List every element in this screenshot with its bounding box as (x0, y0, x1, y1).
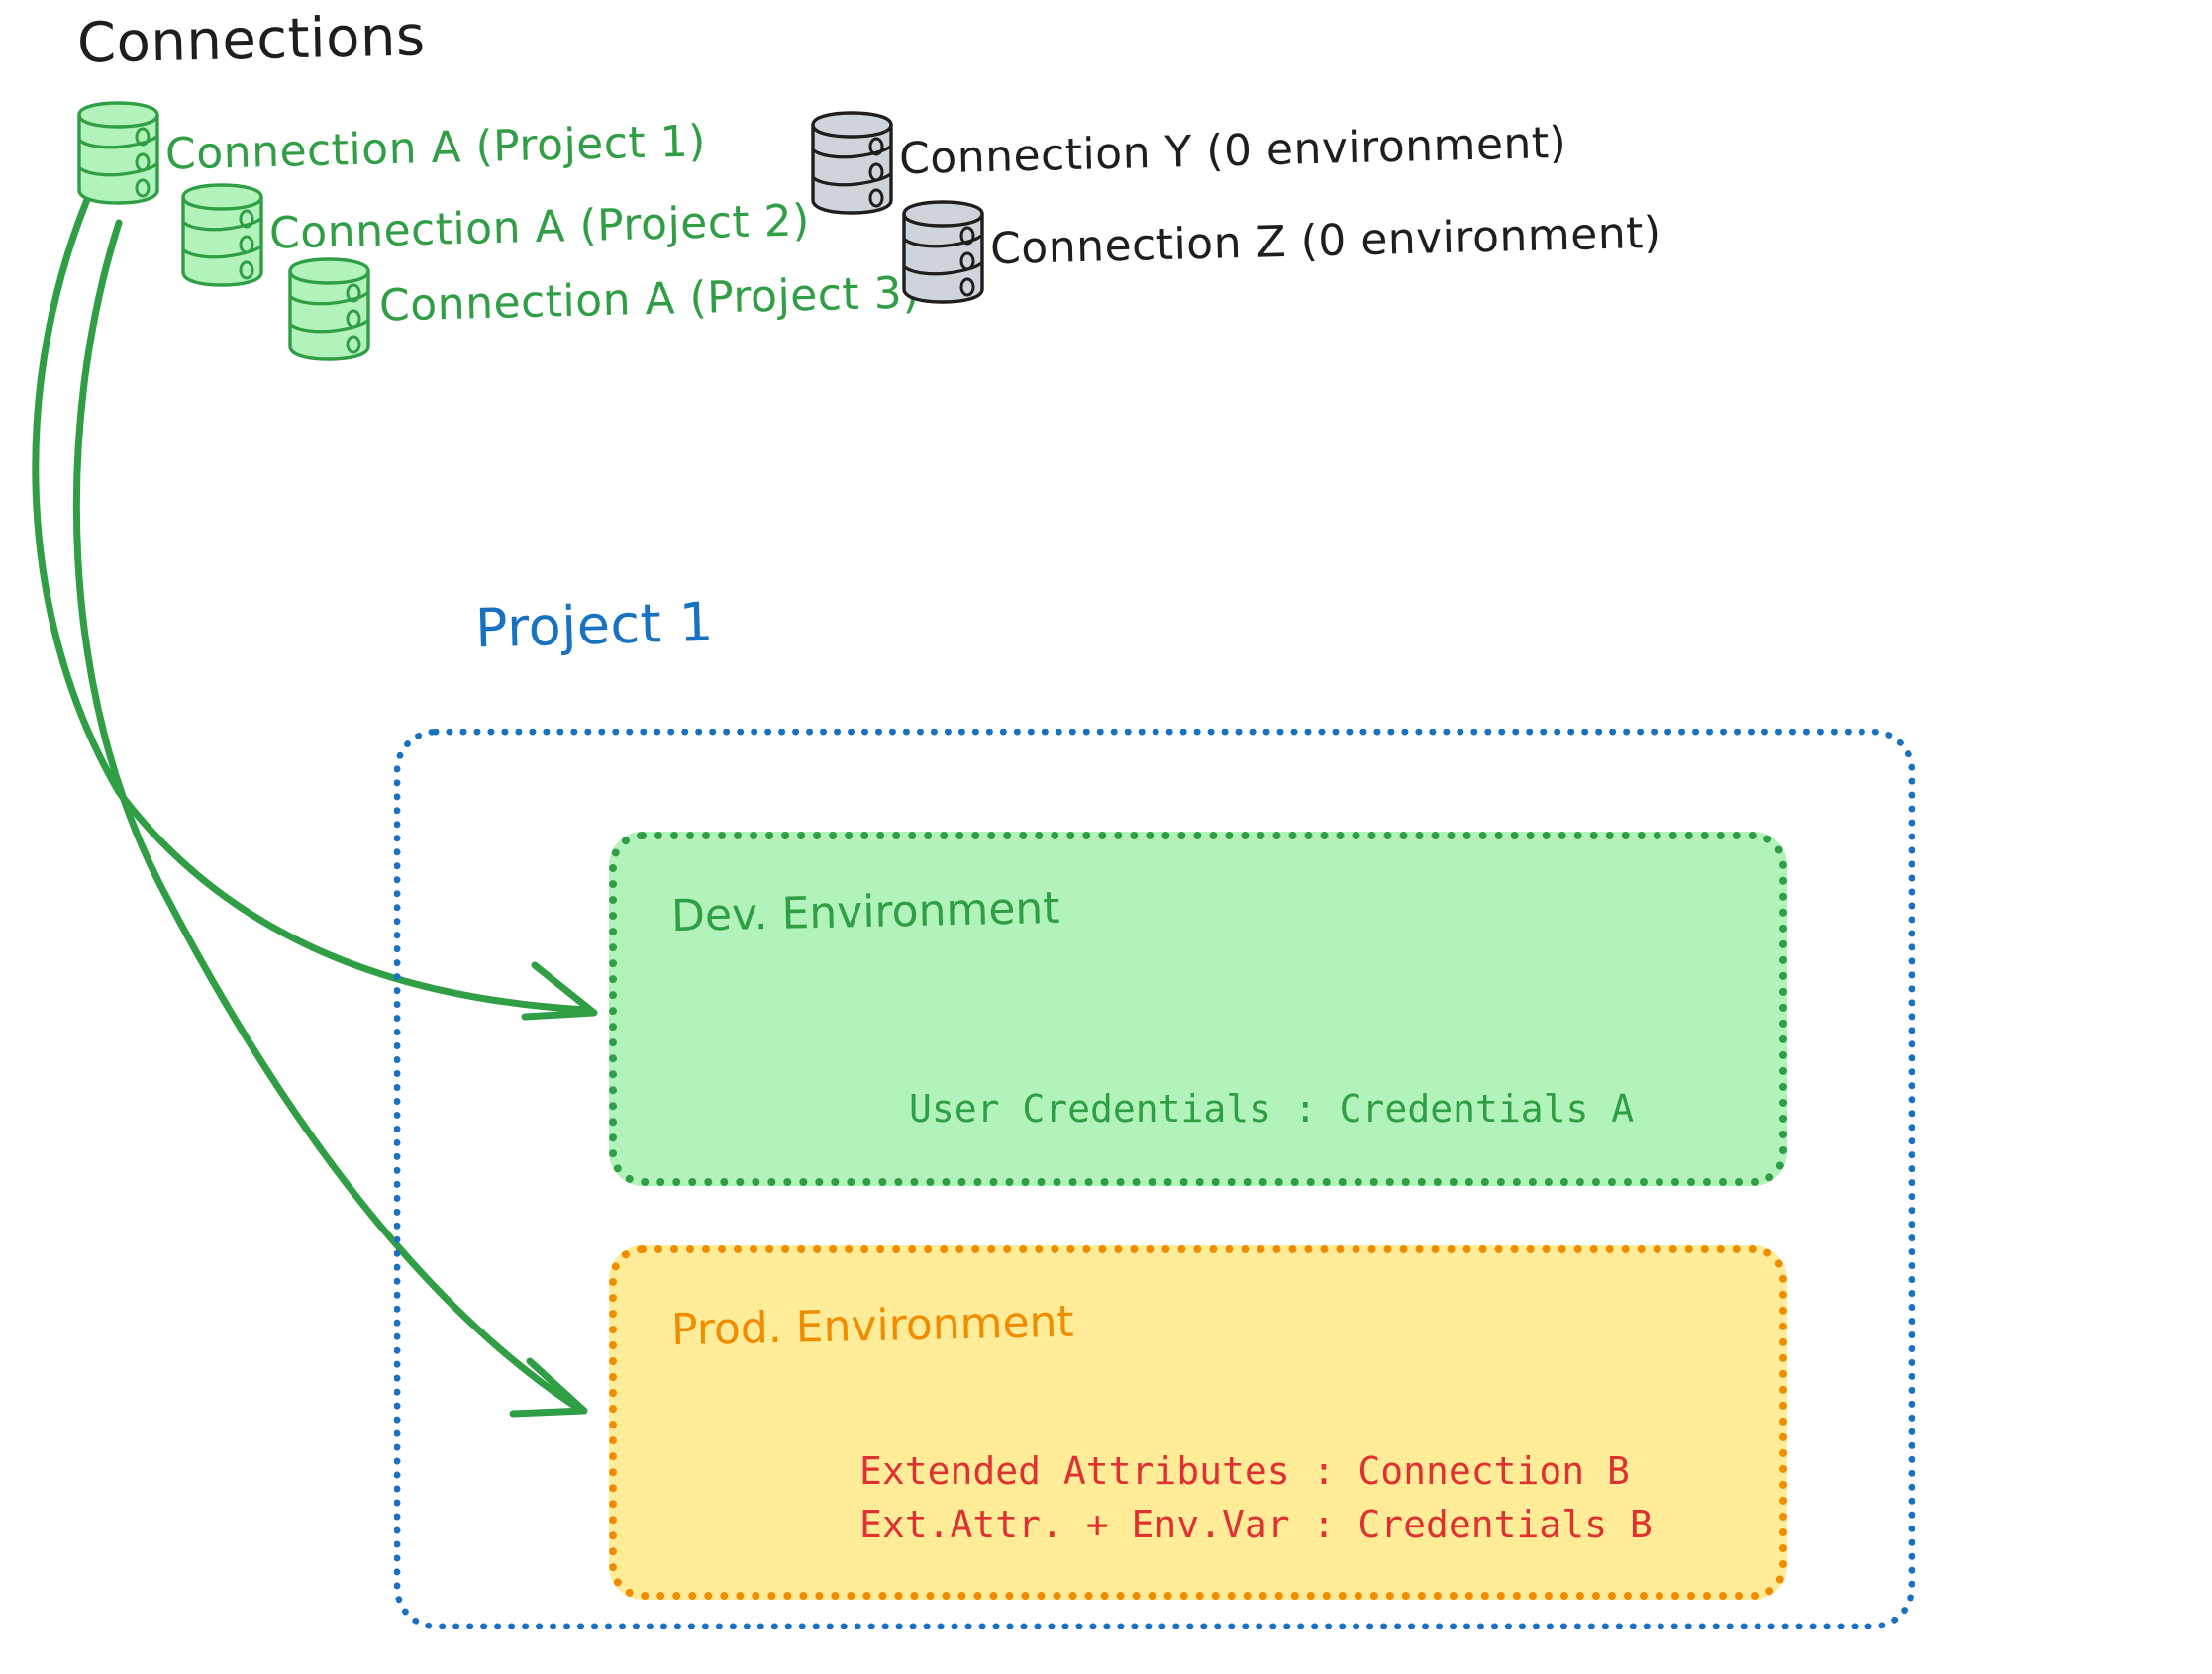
prod-environment-box: Prod. Environment Extended Attributes : … (609, 1245, 1787, 1600)
dev-environment-title: Dev. Environment (670, 882, 1060, 942)
prod-environment-env-var-line: Ext.Attr. + Env.Var : Credentials B (859, 1503, 1653, 1546)
page-title: Connections (76, 4, 427, 76)
connection-label-a-project-1: Connection A (Project 1) (164, 116, 707, 180)
database-icon-connection-z (902, 200, 984, 304)
dev-environment-credentials-line: User Credentials : Credentials A (909, 1087, 1635, 1131)
connection-label-y: Connection Y (0 environment) (898, 117, 1567, 185)
project-title: Project 1 (474, 590, 715, 660)
connection-label-a-project-3: Connection A (Project 3) (378, 267, 921, 332)
database-icon-connection-a-project-1 (77, 101, 159, 205)
dev-environment-box: Dev. Environment User Credentials : Cred… (609, 832, 1787, 1186)
connection-label-a-project-2: Connection A (Project 2) (268, 195, 811, 259)
project-container (394, 729, 1915, 1629)
database-icon-connection-y (811, 111, 893, 215)
connection-label-z: Connection Z (0 environment) (989, 207, 1662, 275)
prod-environment-title: Prod. Environment (670, 1296, 1075, 1356)
database-icon-connection-a-project-3 (288, 257, 370, 361)
database-icon-connection-a-project-2 (181, 183, 263, 287)
prod-environment-extended-attributes-line: Extended Attributes : Connection B (859, 1449, 1630, 1493)
